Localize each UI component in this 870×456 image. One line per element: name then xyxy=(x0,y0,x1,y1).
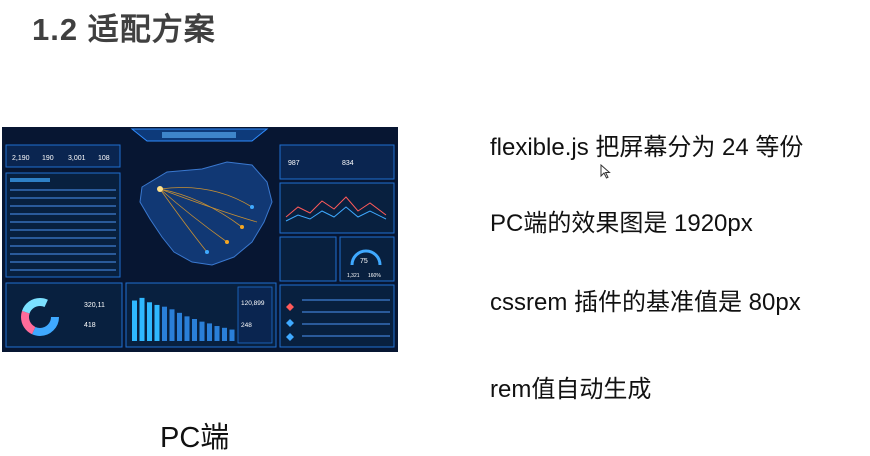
bullet-flexible: flexible.js 把屏幕分为 24 等份 xyxy=(490,134,804,161)
map-shape xyxy=(139,161,273,266)
donut-value: 320,11 xyxy=(84,302,105,309)
bullet-design-width: PC端的效果图是 1920px xyxy=(490,210,753,237)
bar-2 xyxy=(139,297,145,341)
pc-caption: PC端 xyxy=(160,422,230,454)
bar-value-main: 120,899 xyxy=(241,300,265,307)
gauge-value: 75 xyxy=(360,258,368,265)
bullet-cssrem-base: cssrem 插件的基准值是 80px xyxy=(490,289,801,316)
stat-2: 834 xyxy=(342,160,354,167)
kpi-4: 108 xyxy=(98,155,110,162)
bar-7 xyxy=(177,312,182,341)
list-rows xyxy=(10,189,116,271)
dashboard-illustration: 2,190 190 3,001 108 987 834 75 1,321 160… xyxy=(5,128,395,348)
bar-chart-bars xyxy=(132,297,235,341)
gauge-number-1: 1,321 xyxy=(347,273,360,279)
map-flow-lines xyxy=(159,187,258,253)
bar-10 xyxy=(199,321,205,341)
donut-sub: 418 xyxy=(84,322,96,329)
bar-value-sub: 248 xyxy=(241,322,252,329)
bar-4 xyxy=(154,304,160,341)
bar-9 xyxy=(192,319,197,341)
mouse-cursor-icon xyxy=(600,164,611,179)
kpi-2: 190 xyxy=(42,155,54,162)
bar-8 xyxy=(184,316,190,341)
gauge-number-2: 160% xyxy=(368,273,381,279)
dashboard-screenshot: 2,190 190 3,001 108 987 834 75 1,321 160… xyxy=(2,127,398,352)
bar-13 xyxy=(222,327,227,341)
kpi-1: 2,190 xyxy=(12,155,30,162)
slide-title: 1.2 适配方案 xyxy=(32,12,216,47)
bar-3 xyxy=(147,302,152,341)
bar-1 xyxy=(132,300,137,341)
stat-1: 987 xyxy=(288,160,300,167)
bar-11 xyxy=(207,323,212,341)
bar-6 xyxy=(169,309,175,341)
bar-5 xyxy=(162,306,167,341)
bar-12 xyxy=(214,326,220,341)
bar-14 xyxy=(229,329,235,341)
kpi-3: 3,001 xyxy=(68,155,86,162)
bullet-rem-auto: rem值自动生成 xyxy=(490,376,652,403)
